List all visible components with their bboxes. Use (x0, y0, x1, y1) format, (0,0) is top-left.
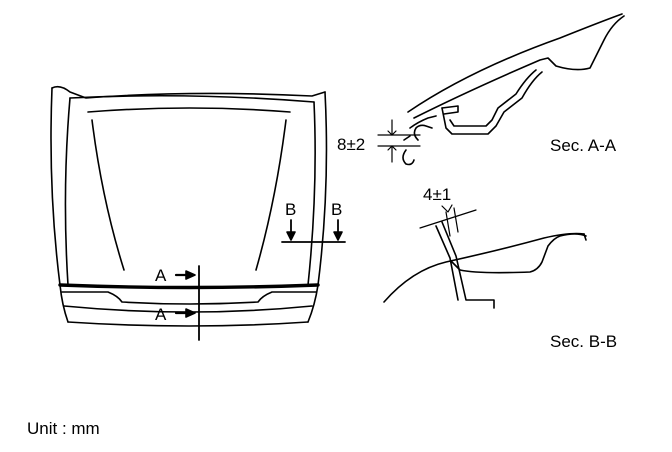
section-a-marker-bottom: A (155, 305, 167, 324)
unit-note: Unit : mm (27, 419, 100, 438)
hood-front-view (50, 85, 346, 341)
section-a-marker-top: A (155, 266, 167, 285)
gap-a-dimension: 8±2 (337, 135, 366, 154)
section-b-b-drawing (383, 204, 587, 309)
section-b-marker-left: B (285, 200, 297, 219)
section-b-marker-right: B (331, 200, 343, 219)
section-a-a-drawing (377, 13, 625, 166)
gap-b-dimension: 4±1 (423, 185, 452, 204)
sec-b-title: Sec. B-B (550, 332, 618, 351)
sec-a-title: Sec. A-A (550, 136, 617, 155)
